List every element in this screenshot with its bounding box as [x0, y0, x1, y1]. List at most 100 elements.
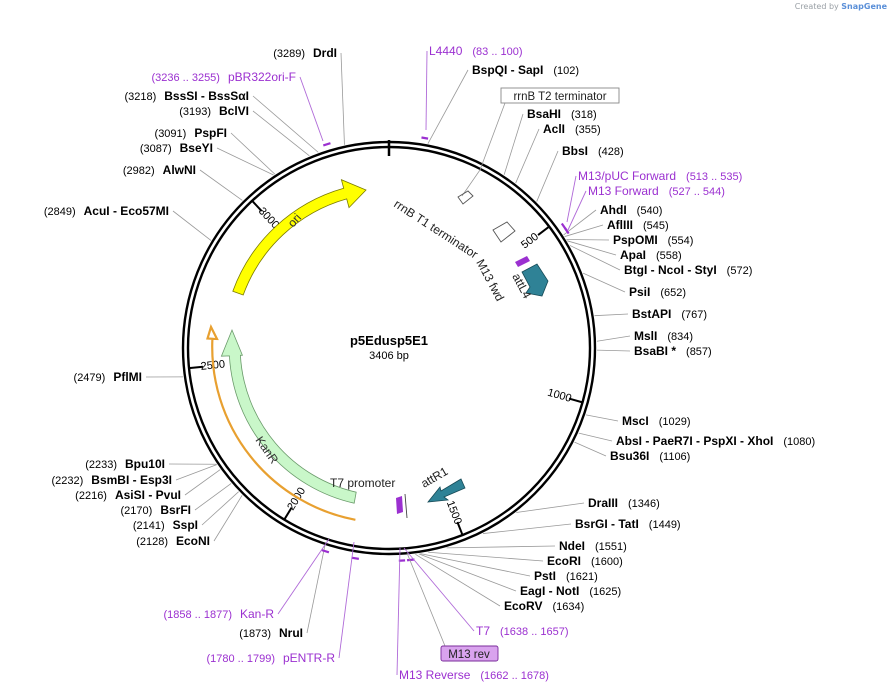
restriction-site: DrdI(3289) [273, 46, 337, 60]
leader-lines [145, 50, 631, 676]
site-name: SspI [173, 518, 198, 532]
primer-range: (1780 .. 1799) [206, 653, 275, 665]
restriction-site: Bpu10I(2233) [85, 457, 165, 471]
site-position: (1029) [659, 416, 691, 428]
site-leader [428, 551, 544, 562]
site-name: AsiSI - PvuI [115, 488, 181, 502]
m13-rev-label: M13 rev [448, 649, 490, 661]
restriction-site: ApaI(558) [620, 248, 682, 262]
site-position: (428) [598, 146, 624, 158]
site-name: MslI [634, 329, 657, 343]
plasmid-name: p5Edusp5E1 [350, 333, 428, 348]
site-leader [563, 209, 597, 236]
restriction-site: BstAPI(767) [632, 307, 707, 321]
site-position: (1600) [591, 556, 623, 568]
restriction-site: BclVI (3193) [179, 104, 249, 118]
m13-rev-leader [406, 552, 446, 647]
site-name: AlwNI [163, 163, 196, 177]
site-position: (2216) [75, 490, 107, 502]
restriction-site: BsrGI - TatI (1449) [575, 517, 681, 531]
restriction-site: PspOMI(554) [613, 233, 693, 247]
site-name: BclVI [219, 104, 249, 118]
restriction-site: BsaBI *(857) [634, 344, 712, 358]
primer-leader [338, 541, 355, 659]
site-position: (355) [575, 124, 601, 136]
restriction-site: NdeI(1551) [559, 539, 627, 553]
site-position: (318) [571, 109, 597, 121]
m13-rev-box [440, 645, 499, 662]
primer-leader [566, 175, 577, 223]
site-leader [252, 110, 310, 157]
site-name: BsrGI - TatI [575, 517, 639, 531]
site-leader [516, 502, 585, 513]
primer-label: Kan-R(1858 .. 1877) [163, 607, 274, 621]
restriction-site: BtgI - NcoI - StyI(572) [624, 263, 752, 277]
t7-promoter-line [404, 493, 408, 519]
site-position: (1449) [649, 519, 681, 531]
plasmid-length: 3406 bp [369, 350, 409, 362]
rrnb-t2-box [500, 87, 620, 104]
restriction-site: MscI (1029) [622, 414, 690, 428]
restriction-site: BbsI (428) [562, 144, 624, 158]
primer-range: (1662 .. 1678) [480, 670, 549, 682]
site-name: BsmBI - Esp3I [91, 473, 172, 487]
t7-promoter-label: T7 promoter [330, 476, 395, 490]
site-position: (3193) [179, 106, 211, 118]
site-name: PsiI [629, 285, 650, 299]
primer-label: pBR322ori-F(3236 .. 3255) [151, 70, 296, 84]
site-position: (1621) [566, 571, 598, 583]
restriction-site: AlwNI(2982) [123, 163, 196, 177]
tick-label: 500 [519, 231, 541, 252]
restriction-site: AbsI - PaeR7I - PspXI - XhoI(1080) [616, 434, 815, 448]
restriction-site: EcoRI(1600) [547, 554, 623, 568]
primer-leader [396, 547, 401, 676]
primer-label: M13 Forward(527 .. 544) [588, 184, 725, 198]
site-leader [515, 128, 540, 184]
primer-bar [421, 136, 429, 140]
site-leader [201, 491, 239, 526]
site-leader [213, 495, 243, 542]
rrnb-t2-leader [461, 102, 506, 197]
restriction-site: Bsu36I(1106) [610, 449, 690, 463]
site-leader [564, 224, 604, 237]
site-name: MscI [622, 414, 649, 428]
site-position: (2849) [44, 206, 76, 218]
site-leader [420, 553, 531, 577]
site-name: BseYI [180, 141, 213, 155]
primer-name: L4440 [429, 44, 463, 58]
site-position: (2233) [85, 459, 117, 471]
site-position: (1106) [659, 451, 690, 463]
attr1-label: attR1 [419, 464, 451, 491]
site-name: BssSI - BssSαI [164, 89, 249, 103]
rrnb-t1-label: rrnB T1 terminator [391, 197, 480, 262]
kanr-outline [206, 324, 356, 521]
site-leader [172, 210, 212, 241]
credit-brand: SnapGene [841, 2, 887, 11]
site-leader [199, 169, 243, 201]
restriction-site: EagI - NotI(1625) [520, 584, 621, 598]
site-name: BbsI [562, 144, 588, 158]
site-leader [582, 272, 626, 293]
primer-name: M13/pUC Forward [578, 169, 676, 183]
site-position: (1551) [595, 541, 627, 553]
tick-mark [251, 200, 263, 212]
primer-leader [567, 190, 587, 231]
attl4-feature [521, 263, 549, 297]
site-position: (545) [643, 220, 669, 232]
site-position: (834) [667, 331, 693, 343]
tick-mark [456, 521, 464, 536]
primer-range: (83 .. 100) [472, 46, 522, 58]
site-position: (857) [686, 346, 712, 358]
primer-name: pENTR-R [283, 651, 335, 665]
snapgene-credit: Created by SnapGene [795, 2, 887, 11]
primer-name: M13 Forward [588, 184, 659, 198]
site-leader [578, 432, 613, 442]
site-name: BsrFI [160, 503, 191, 517]
site-position: (1080) [783, 436, 815, 448]
primer-bar [351, 556, 360, 560]
primer-name: pBR322ori-F [228, 70, 296, 84]
site-leader [574, 441, 607, 457]
site-leader [596, 349, 631, 352]
restriction-site: AsiSI - PvuI (2216) [75, 488, 181, 502]
site-leader [252, 95, 319, 153]
